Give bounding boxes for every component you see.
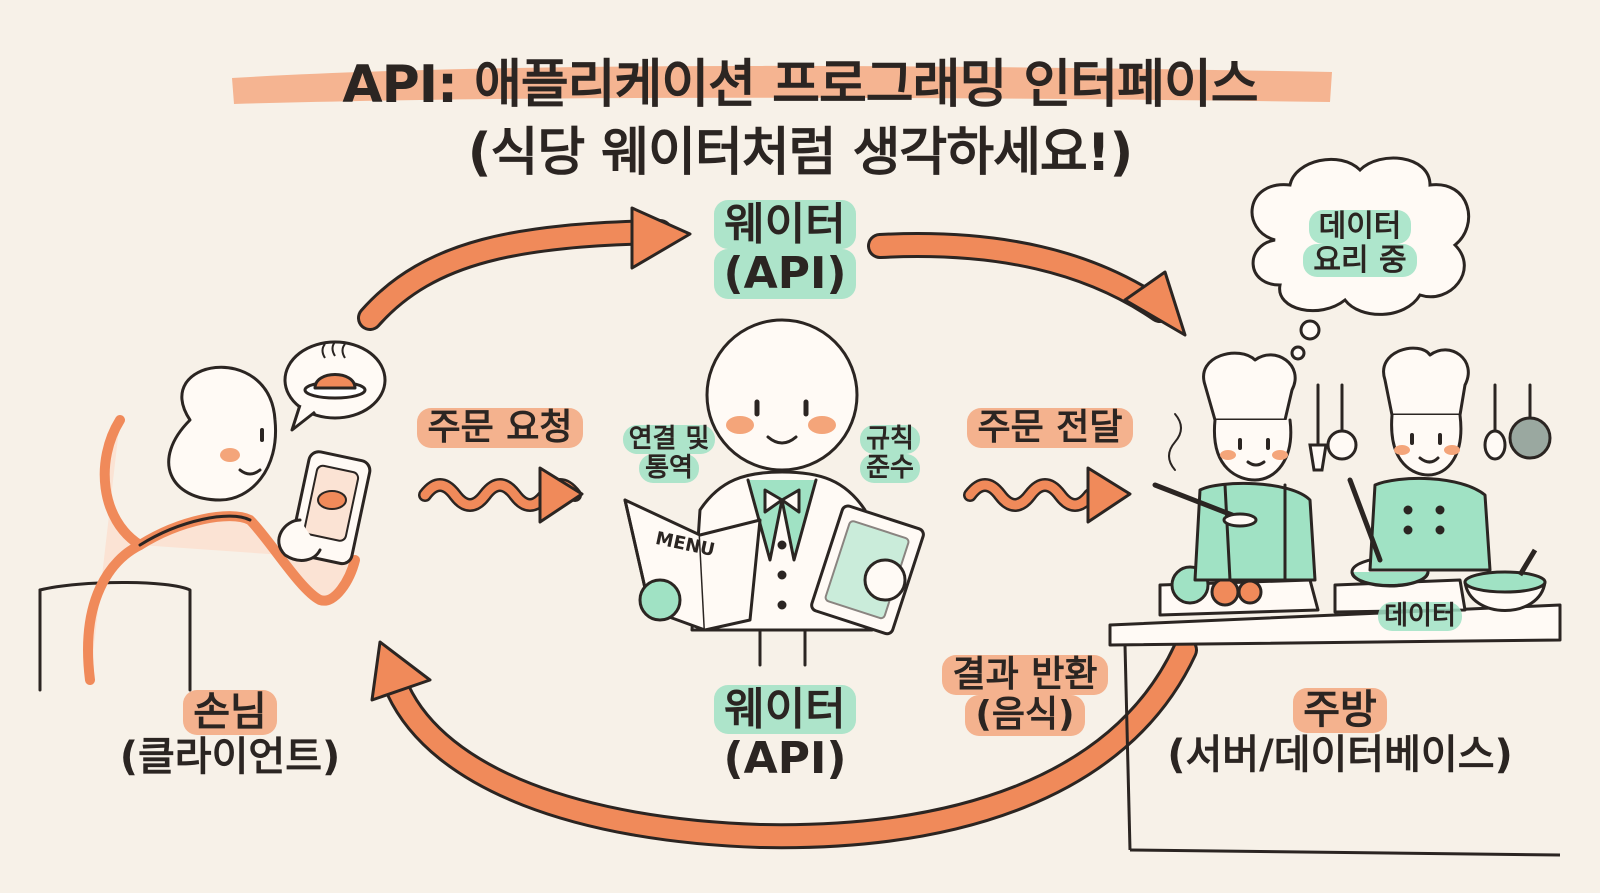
waiter-top-role: (API) [713,249,857,299]
tag-rules-line1: 규칙 [860,424,920,455]
tag-connect-line1: 연결 및 [622,424,716,455]
waiter-bottom-role: (API) [723,733,847,785]
chef-figures [1152,346,1492,582]
cloud-line1: 데이터 [1308,210,1412,244]
client-label: 손님 (클라이언트) [100,690,360,780]
tag-rules-line2: 준수 [860,453,920,484]
page-subtitle: (식당 웨이터처럼 생각하세요!) [467,123,1134,183]
waiter-top-name: 웨이터 [714,200,856,249]
kitchen-data-tag: 데이터 [1370,601,1470,632]
client-food-speech-bubble [283,340,387,432]
waiter-bottom-name: 웨이터 [714,685,856,734]
cloud-line2: 요리 중 [1303,243,1417,278]
title-highlight [232,65,1332,104]
waiter-label-top: 웨이터 (API) [700,200,870,299]
result-return-line1: 결과 반환 [942,654,1108,696]
tag-connect-translate: 연결 및 통역 [614,424,724,484]
waiter-label-bottom: 웨이터 (API) [700,685,870,784]
order-request-label: 주문 요청 [405,407,595,449]
hanging-utensils [1308,383,1552,472]
tag-follow-rules: 규칙 준수 [850,424,930,484]
squiggle-arrow-order-request [418,466,584,524]
page-title: API: 애플리케이션 프로그래밍 인터페이스 [342,55,1258,115]
result-return-line2: (음식) [965,694,1085,736]
kitchen-data-text: 데이터 [1378,601,1462,632]
client-role: (클라이언트) [119,733,341,780]
squiggle-arrow-order-delivery [963,466,1132,524]
order-request-text: 주문 요청 [417,407,583,449]
arrow-waiter-to-kitchen [867,232,1187,337]
kitchen-role: (서버/데이터베이스) [1167,731,1513,778]
kitchen-label: 주방 (서버/데이터베이스) [1150,688,1530,778]
result-return-label: 결과 반환 (음식) [930,654,1120,736]
kitchen-name: 주방 [1293,688,1387,733]
order-delivery-label: 주문 전달 [955,407,1145,449]
arrow-kitchen-to-client [370,637,1198,850]
order-delivery-text: 주문 전달 [967,407,1133,449]
tag-connect-line2: 통역 [639,453,699,484]
waiter-figure [623,318,925,667]
arrow-client-to-waiter [357,206,692,331]
client-name: 손님 [183,690,277,735]
client-figure [38,365,372,692]
cloud-label: 데이터 요리 중 [1290,210,1430,278]
